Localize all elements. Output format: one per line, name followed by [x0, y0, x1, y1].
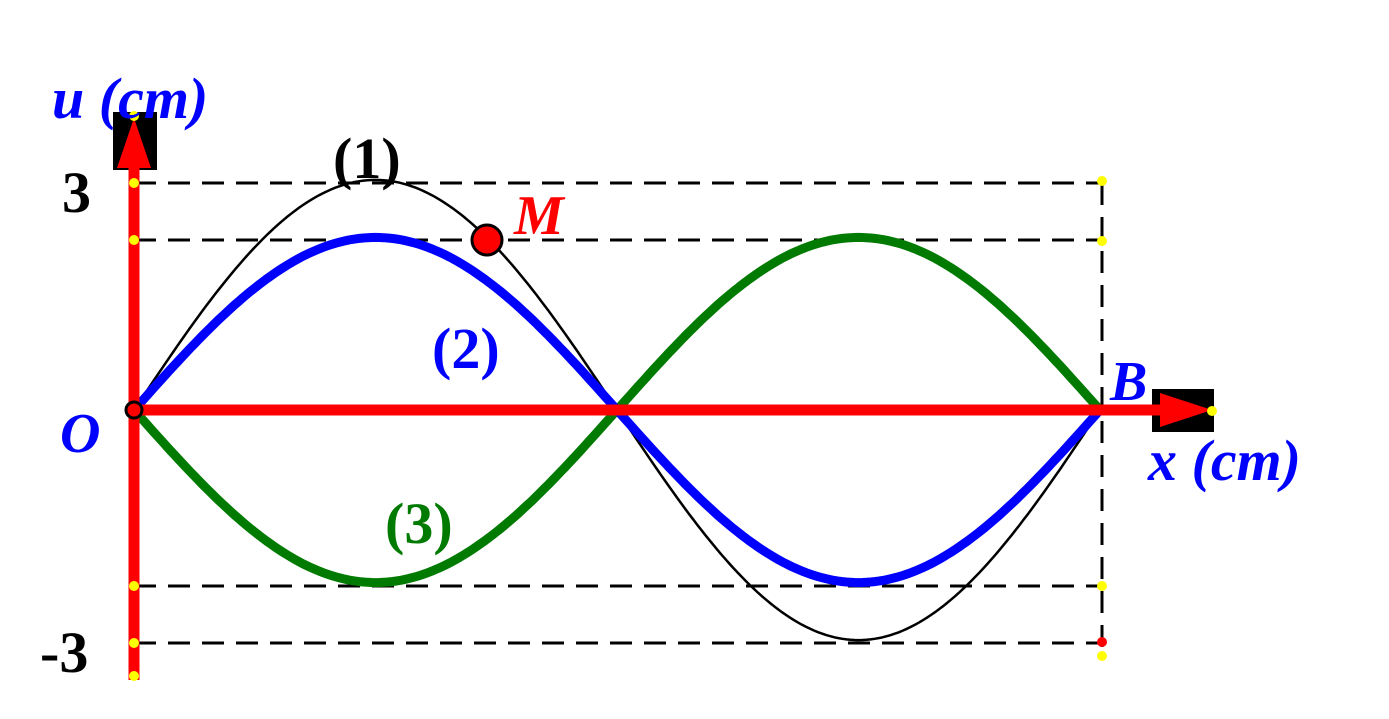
- x-axis-label: x (cm): [1147, 428, 1301, 493]
- marker[interactable]: [1097, 651, 1107, 661]
- point-m[interactable]: [470, 223, 504, 257]
- end-point-label: B: [1109, 351, 1147, 413]
- marker[interactable]: [129, 671, 139, 681]
- marker[interactable]: [129, 581, 139, 591]
- marker[interactable]: [1097, 176, 1107, 186]
- y-axis-arrow-icon: [117, 118, 151, 168]
- curve-2-label: (2): [432, 316, 500, 381]
- marker[interactable]: [129, 638, 139, 648]
- marker[interactable]: [1097, 236, 1107, 246]
- tick-label-top: 3: [62, 160, 91, 225]
- axis-markers: [129, 111, 1217, 681]
- point-m-label: M: [513, 185, 566, 247]
- tick-label-bottom: -3: [40, 620, 88, 685]
- marker[interactable]: [1097, 581, 1107, 591]
- x-axis-arrow-icon: [1160, 393, 1212, 427]
- marker-red[interactable]: [1097, 637, 1107, 647]
- marker[interactable]: [1207, 406, 1217, 416]
- origin-point[interactable]: [124, 400, 144, 420]
- curve-1-label: (1): [333, 126, 401, 191]
- y-axis-label: u (cm): [52, 66, 208, 131]
- guide-lines: [134, 181, 1104, 655]
- curve-3-label: (3): [385, 491, 453, 556]
- marker[interactable]: [129, 111, 139, 121]
- marker[interactable]: [129, 178, 139, 188]
- origin-label: O: [60, 403, 100, 465]
- marker[interactable]: [129, 235, 139, 245]
